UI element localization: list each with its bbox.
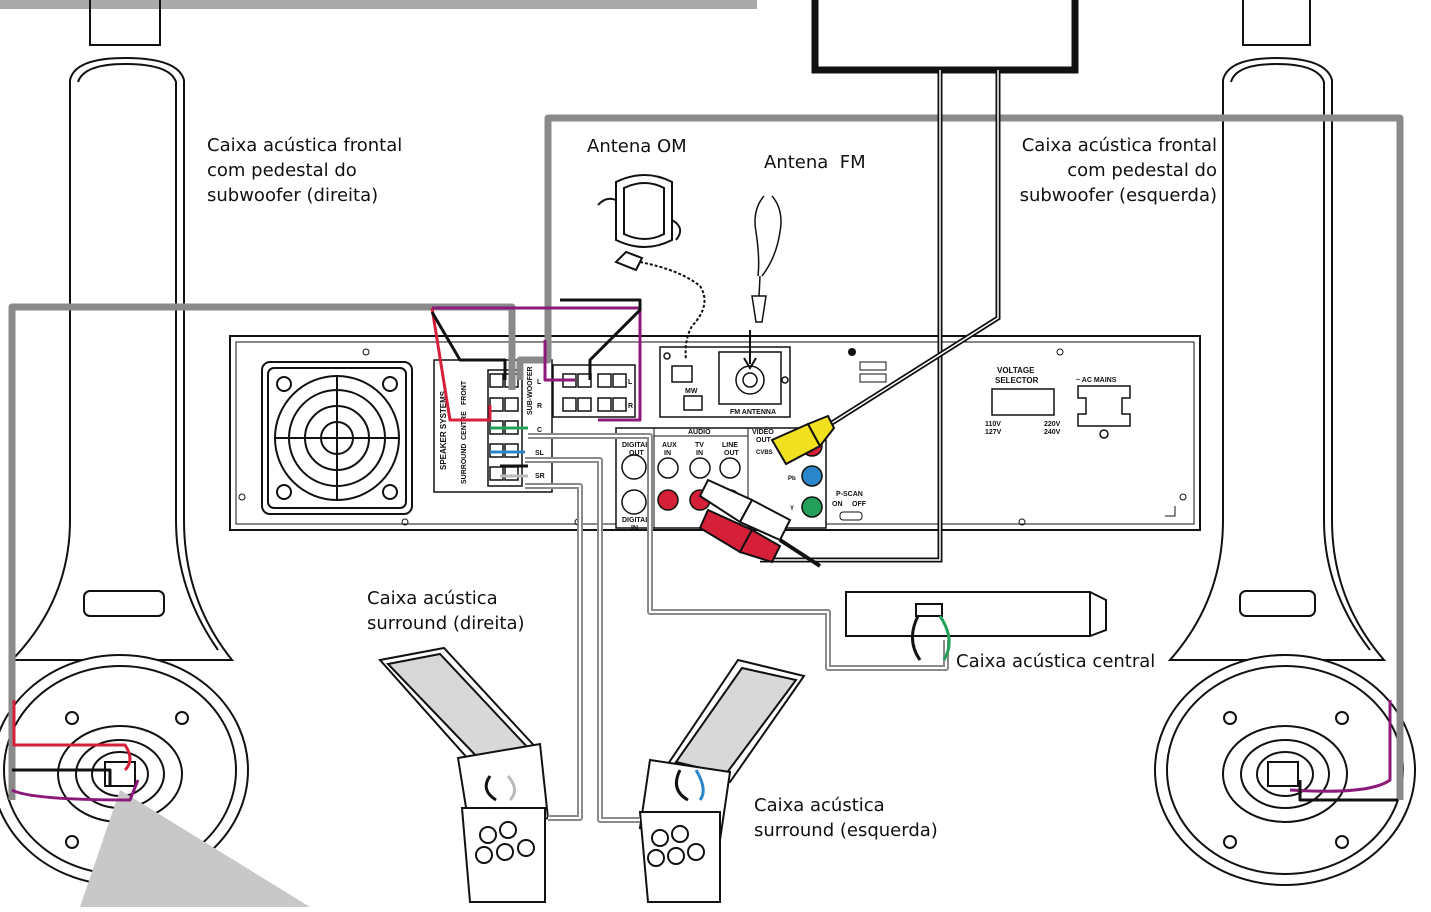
cooling-fan <box>261 361 413 515</box>
am-loop-antenna <box>597 174 706 361</box>
surround-left-speaker <box>638 658 806 903</box>
label-surround: SURROUND <box>461 444 468 484</box>
label-aux-in-2: IN <box>664 450 671 457</box>
label-voltage-selector-1: VOLTAGE <box>997 366 1035 375</box>
caption-surround-right-line1: Caixa acústica <box>367 588 498 609</box>
front-right-speaker <box>0 0 249 886</box>
label-digital-out-1: DIGITAL <box>622 442 650 449</box>
label-line-out-2: OUT <box>724 450 740 457</box>
surround-right-speaker <box>378 646 550 903</box>
label-aux-in-1: AUX <box>662 442 677 449</box>
header-bar <box>0 0 757 9</box>
label-line-out-1: LINE <box>722 442 738 449</box>
label-pb: Pb <box>788 476 796 482</box>
caption-am-antenna: Antena OM <box>587 136 687 157</box>
term-c: C <box>537 427 542 434</box>
label-on: ON <box>832 501 843 508</box>
caption-front-right-line1: Caixa acústica frontal <box>207 135 403 156</box>
caption-front-left-speaker: Caixa acústica frontal com pedestal do s… <box>1005 133 1217 208</box>
term-sl: SL <box>535 450 545 457</box>
caption-center-speaker: Caixa acústica central <box>956 651 1156 672</box>
tv-outline <box>811 0 1079 74</box>
label-speaker-systems: SPEAKER SYSTEMS <box>439 390 448 470</box>
label-fm-antenna: FM ANTENNA <box>730 409 776 416</box>
caption-fm-antenna: Antena FM <box>764 152 866 173</box>
caption-front-right-speaker: Caixa acústica frontal com pedestal do s… <box>207 133 402 208</box>
floor-shadow <box>80 790 310 907</box>
label-tv-in-2: IN <box>696 450 703 457</box>
term-r: R <box>537 403 542 410</box>
front-left-speaker <box>1154 0 1416 886</box>
caption-surround-left-speaker: Caixa acústica surround (esquerda) <box>754 793 938 843</box>
label-mw: MW <box>685 388 698 395</box>
label-audio: AUDIO <box>688 429 711 436</box>
center-speaker <box>845 591 1107 637</box>
speaker-cables <box>8 114 1404 823</box>
label-digital-in-2: IN <box>631 525 638 532</box>
label-video-out-1: VIDEO <box>752 429 774 436</box>
label-off: OFF <box>852 501 867 508</box>
label-220-240-2: 240V <box>1044 429 1061 436</box>
sub-term-r: R <box>628 403 633 410</box>
caption-front-left-line1: Caixa acústica frontal <box>1021 135 1217 156</box>
caption-surround-left-line2: surround (esquerda) <box>754 820 938 841</box>
label-voltage-selector-2: SELECTOR <box>995 376 1039 385</box>
antenna-terminals <box>659 346 791 418</box>
av-plugs <box>698 414 836 568</box>
label-cvbs: CVBS <box>756 450 773 456</box>
tv-cables <box>760 70 1001 563</box>
label-110-127-1: 110V <box>985 421 1001 428</box>
caption-front-left-line3: subwoofer (esquerda) <box>1019 185 1217 206</box>
label-p-scan: P-SCAN <box>836 491 863 498</box>
term-sr: SR <box>535 473 545 480</box>
voltage-selector <box>991 385 1131 439</box>
caption-front-left-line2: com pedestal do <box>1067 160 1217 181</box>
caption-front-right-line2: com pedestal do <box>207 160 357 181</box>
label-front: FRONT <box>461 380 468 405</box>
label-110-127-2: 127V <box>985 429 1002 436</box>
term-l: L <box>537 379 542 386</box>
label-tv-in-1: TV <box>695 442 704 449</box>
fm-wire-antenna <box>743 195 782 370</box>
label-video-out-2: OUT <box>756 437 772 444</box>
caption-surround-right-line2: surround (direita) <box>367 613 525 634</box>
label-digital-in-1: DIGITAL <box>622 517 650 524</box>
caption-surround-left-line1: Caixa acústica <box>754 795 885 816</box>
label-220-240-1: 220V <box>1044 421 1061 428</box>
label-ac-mains: ~ AC MAINS <box>1076 377 1117 384</box>
caption-front-right-line3: subwoofer (direita) <box>207 185 379 206</box>
sub-term-l: L <box>628 379 633 386</box>
label-y: Y <box>790 506 794 512</box>
label-digital-out-2: OUT <box>629 450 645 457</box>
label-centre: CENTRE <box>461 411 468 440</box>
caption-surround-right-speaker: Caixa acústica surround (direita) <box>367 586 525 636</box>
label-sub-woofer: SUB-WOOFER <box>527 366 534 415</box>
